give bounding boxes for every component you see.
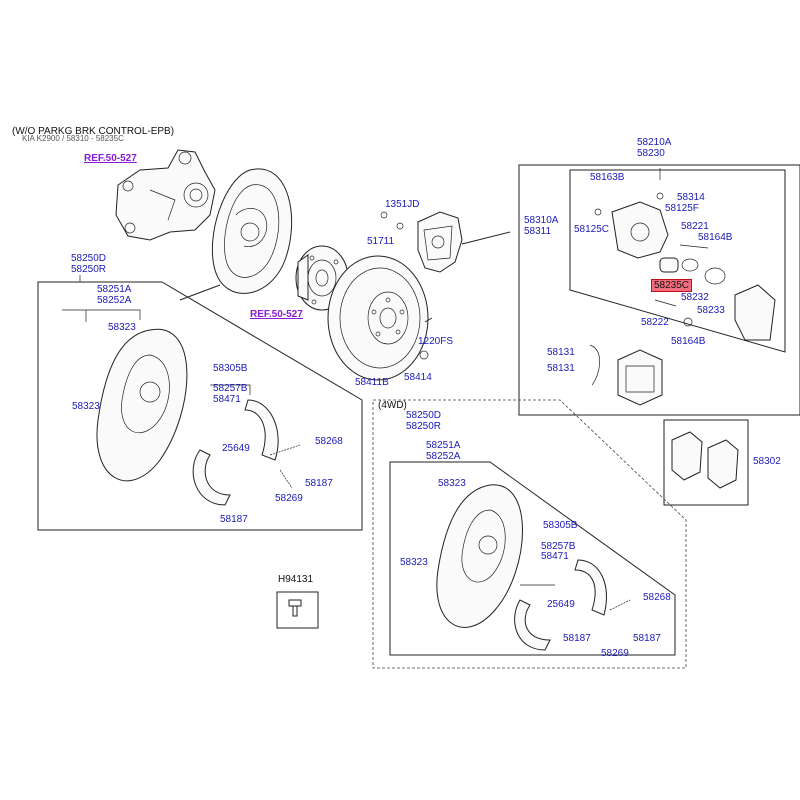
four-wd-part-58251a[interactable]: 58251A xyxy=(426,440,461,451)
four-wd-backing-plate xyxy=(436,484,523,628)
part-label-58164b-b[interactable]: 58164B xyxy=(671,336,706,347)
pad-kit-drawing xyxy=(671,431,739,489)
ref-link-knuckle[interactable]: REF.50-527 xyxy=(84,153,137,164)
caliper-kit-drawing xyxy=(594,192,776,341)
part-label-58302[interactable]: 58302 xyxy=(753,456,781,467)
part-label-58311[interactable]: 58311 xyxy=(524,226,552,237)
part-label-58125f[interactable]: 58125F xyxy=(665,203,699,214)
part-label-58187-a[interactable]: 58187 xyxy=(305,478,333,489)
four-wd-part-58250d[interactable]: 58250D xyxy=(406,410,442,421)
part-label-h94131[interactable]: H94131 xyxy=(278,574,314,585)
part-label-58314[interactable]: 58314 xyxy=(677,192,705,203)
part-label-58252a[interactable]: 58252A xyxy=(97,295,132,306)
four-wd-part-58323-a[interactable]: 58323 xyxy=(438,478,466,489)
part-label-25649[interactable]: 25649 xyxy=(222,443,250,454)
part-label-58305b[interactable]: 58305B xyxy=(213,363,248,374)
part-label-58250d[interactable]: 58250D xyxy=(71,253,107,264)
four-wd-part-58268[interactable]: 58268 xyxy=(643,592,671,603)
part-label-58163b[interactable]: 58163B xyxy=(590,172,625,183)
four-wd-part-25649[interactable]: 25649 xyxy=(547,599,575,610)
four-wd-part-58305b[interactable]: 58305B xyxy=(543,520,578,531)
part-label-58323-a[interactable]: 58323 xyxy=(108,322,136,333)
brake-disc-drawing xyxy=(327,255,429,381)
part-label-58257b[interactable]: 58257B xyxy=(213,383,248,394)
part-label-58250r[interactable]: 58250R xyxy=(71,264,107,275)
parking-brake-box xyxy=(37,281,363,531)
part-label-58268[interactable]: 58268 xyxy=(315,436,343,447)
four-wd-part-58187-a[interactable]: 58187 xyxy=(563,633,591,644)
part-label-58210a[interactable]: 58210A xyxy=(637,137,672,148)
brake-pad-drawing xyxy=(589,344,663,406)
caliper-drawing xyxy=(417,211,463,273)
bolt-kit-box xyxy=(276,591,319,629)
left-backing-plate xyxy=(96,328,188,482)
four-wd-part-58250r[interactable]: 58250R xyxy=(406,421,442,432)
left-shoes xyxy=(192,399,301,506)
pad-kit-box xyxy=(663,419,749,506)
part-label-58233[interactable]: 58233 xyxy=(697,305,725,316)
part-label-58221[interactable]: 58221 xyxy=(681,221,709,232)
part-label-58230[interactable]: 58230 xyxy=(637,148,665,159)
four-wd-part-58471[interactable]: 58471 xyxy=(541,551,569,562)
part-label-1351jd[interactable]: 1351JD xyxy=(385,199,420,210)
part-label-58414[interactable]: 58414 xyxy=(404,372,432,383)
part-label-58471[interactable]: 58471 xyxy=(213,394,241,405)
diagram-subtitle: KIA K2900 / 58310 - 58235C xyxy=(22,134,124,143)
part-label-58235c-highlighted[interactable]: 58235C xyxy=(651,279,693,292)
part-label-58131-a[interactable]: 58131 xyxy=(547,347,575,358)
part-label-51711[interactable]: 51711 xyxy=(367,236,395,247)
part-label-58222[interactable]: 58222 xyxy=(641,317,669,328)
part-label-58125c[interactable]: 58125C xyxy=(574,224,610,235)
part-label-58187-b[interactable]: 58187 xyxy=(220,514,248,525)
four-wd-part-58257b[interactable]: 58257B xyxy=(541,541,576,552)
part-label-58269[interactable]: 58269 xyxy=(275,493,303,504)
part-label-1220fs[interactable]: 1220FS xyxy=(418,336,454,347)
part-label-58251a[interactable]: 58251A xyxy=(97,284,132,295)
four-wd-heading: (4WD) xyxy=(378,400,407,411)
part-label-58411b[interactable]: 58411B xyxy=(355,377,389,388)
backing-plate-drawing xyxy=(211,168,293,294)
ref-link-hub[interactable]: REF.50-527 xyxy=(250,309,303,320)
four-wd-part-58323-b[interactable]: 58323 xyxy=(400,557,428,568)
part-label-58232[interactable]: 58232 xyxy=(681,292,709,303)
four-wd-part-58187-b[interactable]: 58187 xyxy=(633,633,661,644)
part-label-58323-b[interactable]: 58323 xyxy=(72,401,100,412)
part-label-58310a[interactable]: 58310A xyxy=(524,215,559,226)
four-wd-part-58252a[interactable]: 58252A xyxy=(426,451,461,462)
four-wd-box xyxy=(372,399,687,669)
caliper-kit-box xyxy=(518,164,800,416)
four-wd-part-58269[interactable]: 58269 xyxy=(601,648,629,659)
part-label-58131-b[interactable]: 58131 xyxy=(547,363,575,374)
four-wd-shoes xyxy=(514,559,631,651)
diagram-title: (W/O PARKG BRK CONTROL-EPB) xyxy=(12,126,175,137)
part-label-58164b-a[interactable]: 58164B xyxy=(698,232,733,243)
knuckle-drawing xyxy=(115,149,216,241)
